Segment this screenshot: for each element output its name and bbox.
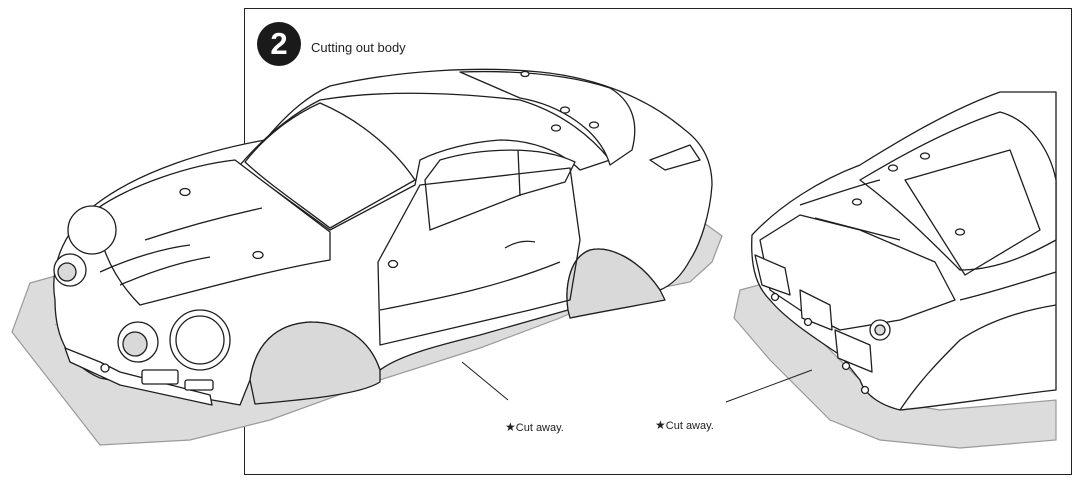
right-car-body [751, 91, 1057, 411]
left-car-body [53, 68, 713, 406]
right-leader-line [725, 369, 813, 403]
step-title: Cutting out body [311, 40, 406, 55]
star-icon: ★ [505, 420, 516, 434]
step-number-badge: 2 [257, 22, 301, 66]
left-leader-line [461, 361, 509, 401]
star-icon: ★ [655, 418, 666, 432]
cut-away-label: Cut away. [665, 420, 714, 432]
cut-away-label: Cut away. [515, 422, 564, 434]
cut-away-note-right: ★Cut away. [655, 418, 714, 432]
cut-away-note-left: ★Cut away. [505, 420, 564, 434]
